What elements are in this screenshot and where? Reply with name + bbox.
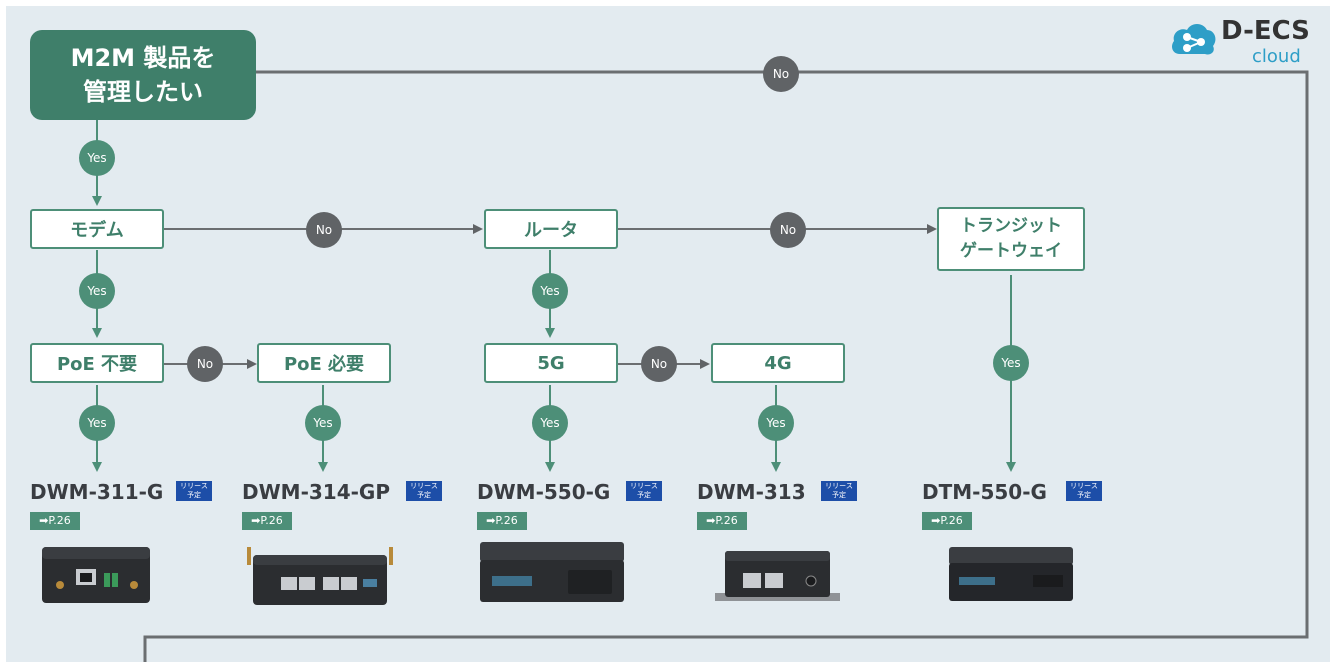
release-badge: リリース予定 xyxy=(1066,481,1102,501)
logo-sub: cloud xyxy=(1252,46,1301,67)
node-5g: 5G xyxy=(484,343,618,383)
node-poe-not-required: PoE 不要 xyxy=(30,343,164,383)
dwm-313-device-image xyxy=(715,551,840,601)
cloud-share-icon xyxy=(1172,24,1216,55)
release-badge: リリース予定 xyxy=(626,481,662,501)
page-link[interactable]: ➡P.26 xyxy=(922,512,972,530)
node-modem: モデム xyxy=(30,209,164,249)
yes-badge: Yes xyxy=(79,405,115,441)
start-node: M2M 製品を 管理したい xyxy=(30,30,256,120)
start-line-2: 管理したい xyxy=(83,78,203,106)
release-line-1: リリース xyxy=(180,482,208,490)
d-ecs-cloud-logo: D-ECS cloud xyxy=(1166,14,1316,74)
product-name: DWM-311-G xyxy=(30,480,164,504)
product-name: DWM-313 xyxy=(697,480,806,504)
release-line-1: リリース xyxy=(1070,482,1098,490)
node-poe-required: PoE 必要 xyxy=(257,343,391,383)
yes-badge: Yes xyxy=(305,405,341,441)
transit-line-2: ゲートウェイ xyxy=(960,241,1062,261)
page-link[interactable]: ➡P.26 xyxy=(477,512,527,530)
page-link[interactable]: ➡P.26 xyxy=(30,512,80,530)
no-badge: No xyxy=(641,346,677,382)
no-loop-line xyxy=(143,70,1309,662)
release-line-1: リリース xyxy=(630,482,658,490)
release-line-2: 予定 xyxy=(832,491,846,499)
no-badge: No xyxy=(187,346,223,382)
yes-badge: Yes xyxy=(758,405,794,441)
node-4g: 4G xyxy=(711,343,845,383)
no-badge: No xyxy=(306,212,342,248)
dwm-550-g-device-image xyxy=(480,542,624,602)
release-line-1: リリース xyxy=(825,482,853,490)
page-link[interactable]: ➡P.26 xyxy=(697,512,747,530)
node-router: ルータ xyxy=(484,209,618,249)
release-badge: リリース予定 xyxy=(176,481,212,501)
yes-badge: Yes xyxy=(79,140,115,176)
dwm-314-gp-device-image xyxy=(247,547,393,605)
yes-badge: Yes xyxy=(532,405,568,441)
yes-badge: Yes xyxy=(532,273,568,309)
node-transit-gateway: トランジット ゲートウェイ xyxy=(937,207,1085,271)
page-link[interactable]: ➡P.26 xyxy=(242,512,292,530)
release-line-2: 予定 xyxy=(187,491,201,499)
transit-line-1: トランジット xyxy=(960,216,1062,236)
no-badge: No xyxy=(763,56,799,92)
yes-badge: Yes xyxy=(79,273,115,309)
dtm-550-g-device-image xyxy=(949,547,1073,601)
dwm-311-g-device-image xyxy=(42,547,150,603)
release-line-2: 予定 xyxy=(417,491,431,499)
release-badge: リリース予定 xyxy=(406,481,442,501)
yes-badge: Yes xyxy=(993,345,1029,381)
product-name: DWM-314-GP xyxy=(242,480,390,504)
start-line-1: M2M 製品を xyxy=(70,44,216,72)
product-name: DWM-550-G xyxy=(477,480,611,504)
release-badge: リリース予定 xyxy=(821,481,857,501)
release-line-2: 予定 xyxy=(637,491,651,499)
release-line-1: リリース xyxy=(410,482,438,490)
product-name: DTM-550-G xyxy=(922,480,1047,504)
no-badge: No xyxy=(770,212,806,248)
release-line-2: 予定 xyxy=(1077,491,1091,499)
logo-name: D-ECS xyxy=(1221,16,1310,46)
